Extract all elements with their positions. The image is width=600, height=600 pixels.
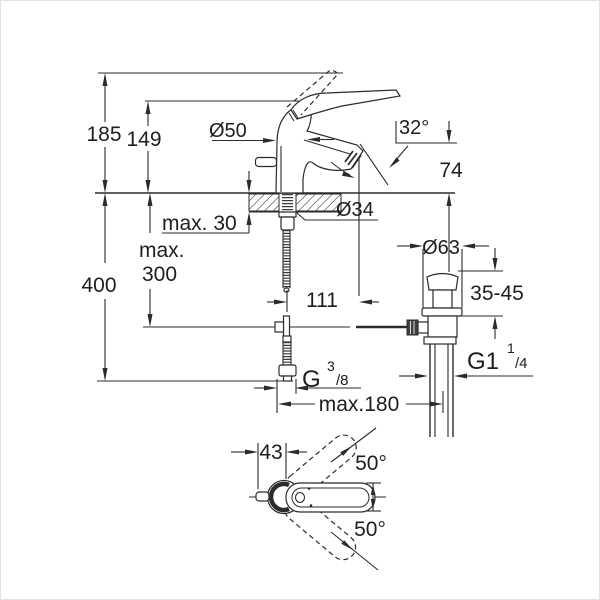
pop-up-waste-assembly — [406, 272, 463, 437]
reference-lines — [95, 72, 457, 382]
threaded-pull-rod — [282, 230, 291, 293]
dim-linkage-reach: max.180 — [319, 393, 400, 416]
flow-arrow-arc — [330, 161, 351, 176]
svg-text:/4: /4 — [515, 355, 528, 372]
side-view-faucet — [254, 69, 409, 194]
dim-total-height: 185 — [86, 123, 121, 146]
dim-spout-offset: 43 — [259, 441, 282, 464]
waste-tailpipe — [429, 344, 454, 437]
dim-spout-reach: 111 — [306, 289, 338, 312]
dim-mounting-hole-diameter: Ø34 — [336, 199, 374, 221]
svg-text:G: G — [302, 366, 321, 393]
spout-nub — [255, 491, 270, 502]
svg-text:1: 1 — [507, 340, 515, 356]
dimension-labels: 185 149 400 max. 300 max. 30 Ø50 32° 74 … — [81, 117, 527, 541]
dim-outlet-height: 74 — [439, 159, 463, 182]
rod-linkage-connector — [274, 315, 291, 338]
dim-spout-height: 149 — [126, 128, 161, 151]
lever-handle — [290, 89, 402, 120]
faucet-body-and-spout — [275, 102, 364, 194]
dim-supply-length: 400 — [81, 274, 116, 297]
mounting-deck-section — [248, 193, 342, 212]
dimension-lines — [102, 73, 533, 413]
supply-hose — [278, 335, 297, 382]
svg-text:3: 3 — [327, 358, 335, 374]
stream-direction-line — [359, 143, 389, 186]
lever-raised-outline — [286, 69, 339, 116]
svg-text:/8: /8 — [336, 372, 349, 389]
linkage-knob — [406, 319, 419, 336]
dim-handle-swing-up: 50° — [355, 452, 387, 475]
pullrod-knob — [254, 156, 278, 168]
handle-outline — [285, 482, 376, 513]
dim-waste-height-range: 35-45 — [470, 282, 524, 305]
waste-plug — [426, 272, 459, 291]
top-view-handle — [231, 427, 386, 571]
dim-pullrod-max-prefix: max. — [139, 239, 185, 262]
dim-waste-flange-diameter: Ø63 — [422, 237, 460, 259]
dim-deck-thickness: max. 30 — [162, 212, 237, 235]
dim-base-diameter: Ø50 — [209, 120, 247, 142]
dim-aerator-angle: 32° — [399, 117, 429, 139]
aerator-hatch — [344, 150, 362, 169]
dim-pullrod-max-value: 300 — [142, 263, 177, 286]
mounting-assembly — [274, 194, 297, 382]
dim-handle-swing-down: 50° — [354, 518, 386, 541]
svg-text:G1: G1 — [467, 348, 499, 375]
lever-knuckle-hatch — [288, 109, 299, 122]
dim-waste-thread: G1 1 /4 — [467, 340, 528, 375]
dim-supply-thread: G 3 /8 — [302, 358, 349, 393]
